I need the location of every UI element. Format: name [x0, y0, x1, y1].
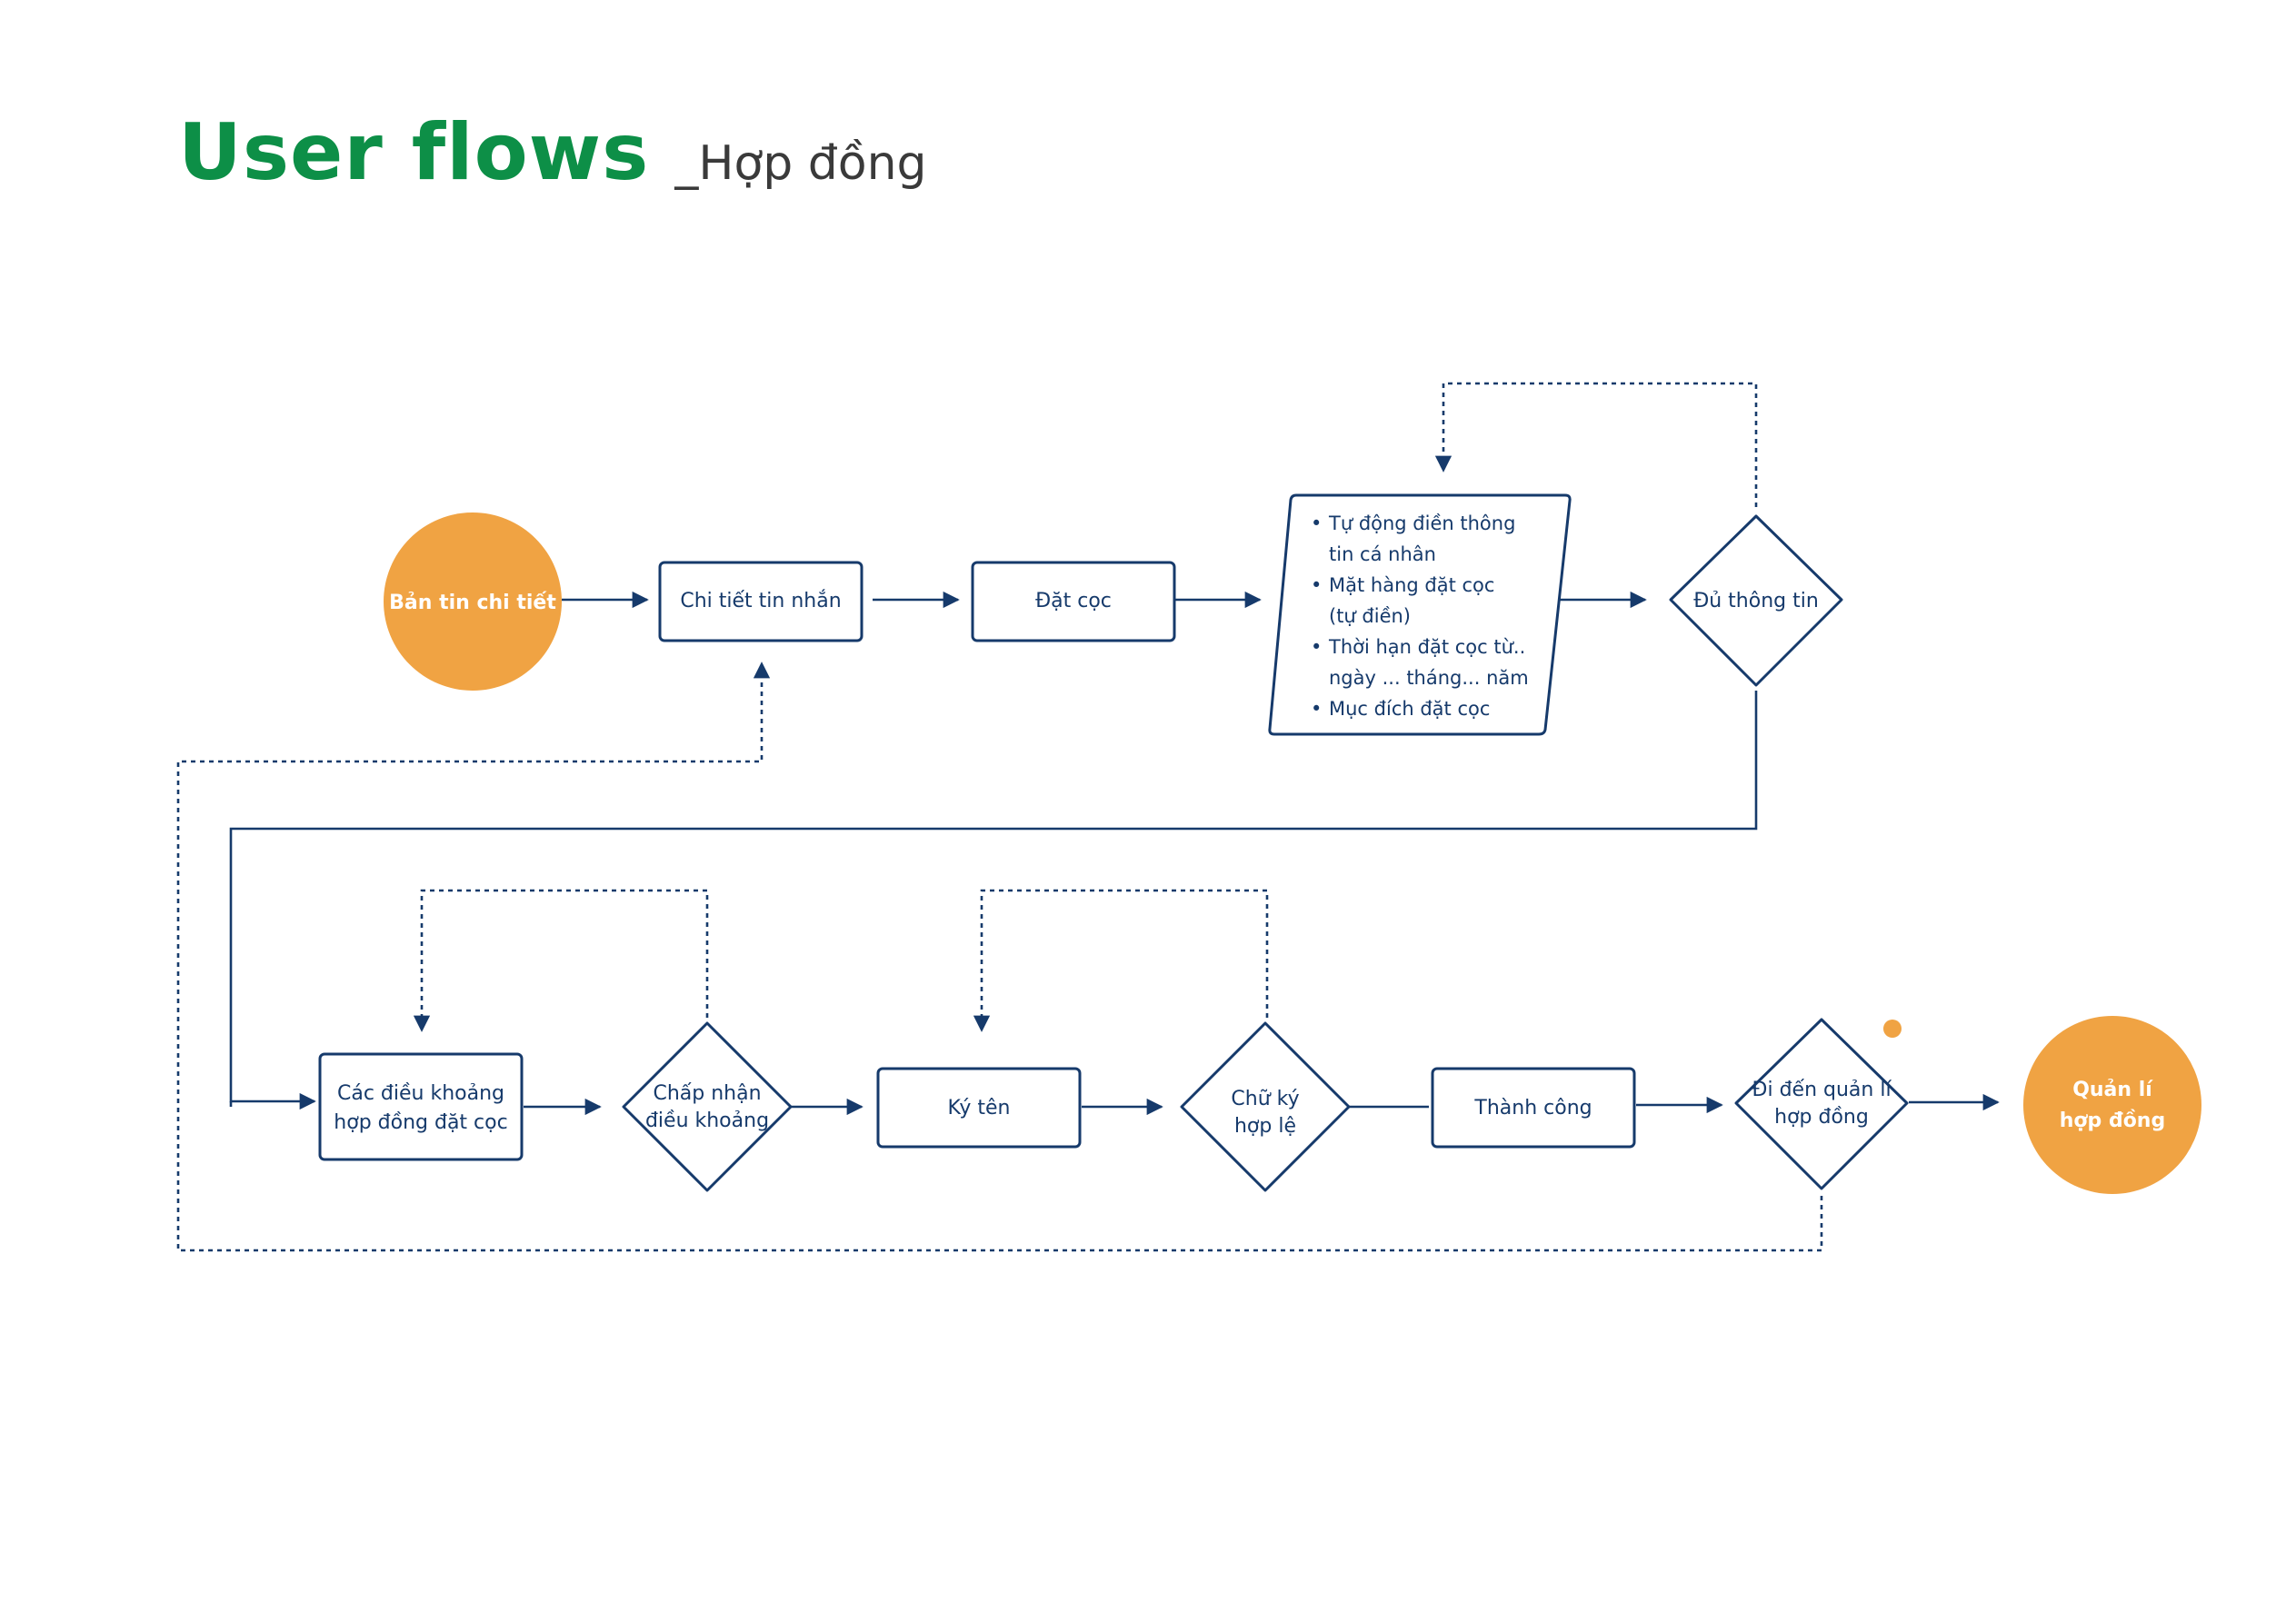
node-ky-ten[interactable]: Ký tên — [876, 1067, 1082, 1149]
page-title: User flows — [178, 107, 650, 198]
bullet-1: • — [1311, 512, 1322, 534]
bullet-3: • — [1311, 636, 1322, 658]
node-info-input[interactable]: • Tự động điền thông tin cá nhân • Mặt h… — [1268, 493, 1572, 736]
loop-diden-chitiet — [176, 662, 1823, 1252]
end-label-line-1: Quản lí — [2072, 1079, 2153, 1101]
decision-label-line-1: Chấp nhận — [653, 1082, 761, 1105]
start-circle — [384, 512, 562, 691]
decision-label-line-2: hợp lệ — [1234, 1115, 1296, 1138]
info-line-7: Mục đích đặt cọc — [1329, 698, 1490, 720]
info-line-5: Thời hạn đặt cọc từ.. — [1328, 636, 1525, 658]
diamond — [1180, 1021, 1351, 1192]
node-label: Ký tên — [948, 1097, 1011, 1119]
decision-chu-ky[interactable]: Chữ ký hợp lệ — [1180, 1021, 1351, 1192]
loop-du-info — [1434, 382, 1758, 507]
node-label: Thành công — [1473, 1097, 1592, 1119]
decision-chap-nhan[interactable]: Chấp nhận điều khoảng — [622, 1021, 793, 1192]
node-box — [876, 1067, 1082, 1149]
node-label-line-2: hợp đồng đặt cọc — [334, 1111, 507, 1134]
node-label: Chi tiết tin nhắn — [680, 590, 841, 612]
decision-label-line-2: hợp đồng — [1774, 1106, 1869, 1129]
bullet-2: • — [1311, 574, 1322, 596]
end-circle — [2023, 1016, 2201, 1194]
parallelogram — [1268, 493, 1572, 736]
edge-du-dieukhoan — [229, 691, 1758, 1110]
loop-chuky-kyten — [973, 889, 1269, 1032]
loop-chapnhan-dieukhoan — [413, 889, 709, 1032]
node-thanh-cong[interactable]: Thành công — [1431, 1067, 1636, 1149]
page-subtitle: _Hợp đồng — [674, 136, 927, 191]
node-label-line-1: Các điều khoảng — [337, 1082, 504, 1105]
decision-du-thong-tin[interactable]: Đủ thông tin — [1669, 514, 1843, 687]
info-line-1: Tự động điền thông — [1328, 512, 1515, 534]
decision-label: Đủ thông tin — [1693, 590, 1819, 612]
dashed-connectors — [176, 382, 1823, 1252]
solid-connectors — [229, 591, 2000, 1116]
node-box — [1431, 1067, 1636, 1149]
diamond — [1669, 514, 1843, 687]
node-dat-coc[interactable]: Đặt cọc — [971, 561, 1176, 642]
diamond — [1734, 1018, 1909, 1190]
start-label: Bản tin chi tiết — [389, 592, 556, 614]
node-box — [318, 1052, 524, 1161]
end-label-line-2: hợp đồng — [2060, 1110, 2165, 1132]
node-box — [971, 561, 1176, 642]
decision-di-den[interactable]: Đi đến quản lí hợp đồng — [1734, 1018, 1909, 1190]
decision-label-line-1: Chữ ký — [1231, 1088, 1299, 1110]
info-line-2: tin cá nhân — [1329, 543, 1436, 565]
start-node[interactable]: Bản tin chi tiết — [384, 512, 562, 691]
end-node[interactable]: Quản lí hợp đồng — [2023, 1016, 2201, 1194]
page-title-group: User flows _Hợp đồng — [178, 107, 927, 198]
node-chi-tiet-tin-nhan[interactable]: Chi tiết tin nhắn — [658, 561, 863, 642]
node-box — [658, 561, 863, 642]
indicator-dot — [1883, 1020, 1902, 1038]
info-line-4: (tự điền) — [1329, 605, 1411, 627]
node-dieu-khoang[interactable]: Các điều khoảng hợp đồng đặt cọc — [318, 1052, 524, 1161]
info-line-3: Mặt hàng đặt cọc — [1329, 574, 1494, 596]
info-line-6: ngày ... tháng... năm — [1329, 667, 1529, 689]
node-label: Đặt cọc — [1035, 590, 1112, 612]
bullet-4: • — [1311, 698, 1322, 720]
decision-label-line-1: Đi đến quản lí — [1752, 1079, 1892, 1101]
decision-label-line-2: điều khoảng — [645, 1110, 769, 1132]
diamond — [622, 1021, 793, 1192]
